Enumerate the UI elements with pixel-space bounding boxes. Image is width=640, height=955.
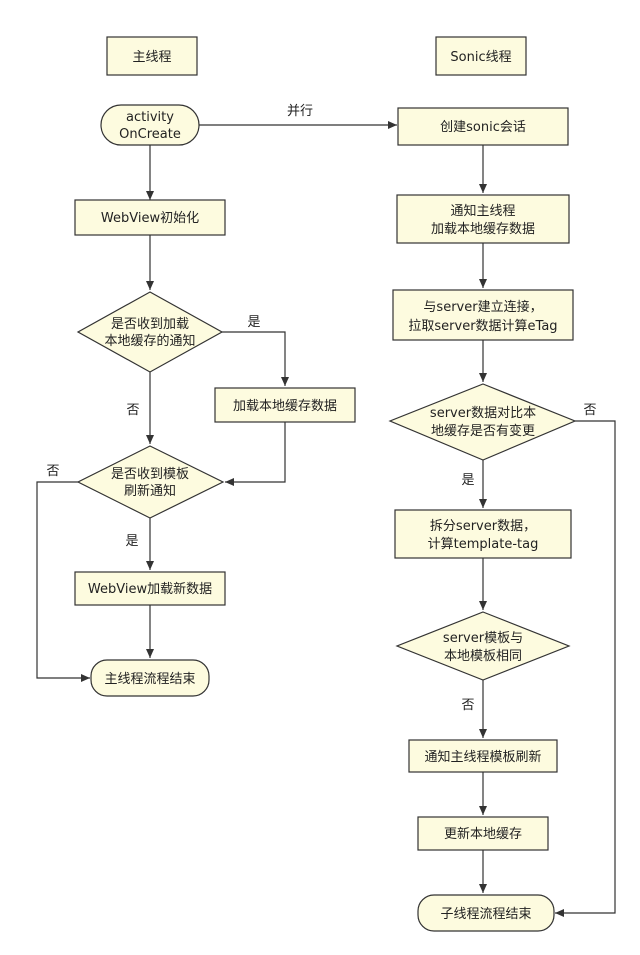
node-webview-init: WebView初始化: [74, 199, 226, 236]
edge-label-cache-yes: 是: [247, 315, 260, 330]
node-main-end: 主线程流程结束: [90, 659, 210, 697]
node-main-title-label: 主线程: [132, 50, 171, 65]
edge-label-data-no: 否: [583, 403, 596, 418]
node-split-data-line-2: 计算template-tag: [428, 537, 539, 552]
node-activity-line-1: activity: [126, 110, 174, 125]
edge-label-template-yes: 是: [125, 534, 138, 549]
node-check-template-line-1: 是否收到模板: [111, 467, 189, 482]
node-check-template-line-2: 刷新通知: [124, 483, 176, 499]
node-webview-init-label: WebView初始化: [101, 211, 199, 226]
node-notify-template-refresh-label: 通知主线程模板刷新: [424, 749, 541, 765]
node-compare-template: server模板与 本地模板相同: [395, 611, 571, 681]
node-create-session-label: 创建sonic会话: [440, 120, 526, 135]
node-notify-main-load-cache: 通知主线程 加载本地缓存数据: [396, 194, 570, 244]
node-webview-load-new-label: WebView加载新数据: [88, 581, 212, 597]
edge-cache-check-yes: [222, 331, 289, 386]
node-check-cache-line-1: 是否收到加载: [111, 317, 189, 332]
node-main-title: 主线程: [106, 36, 198, 76]
edge-label-tpl-same-no: 否: [461, 698, 474, 713]
node-connect-server: 与server建立连接， 拉取server数据计算eTag: [392, 289, 574, 341]
node-split-data-line-1: 拆分server数据，: [430, 519, 536, 534]
edge-label-parallel: 并行: [287, 104, 313, 119]
node-notify-main-line-2: 加载本地缓存数据: [431, 222, 535, 237]
node-sonic-title: Sonic线程: [435, 36, 527, 76]
edges: [36, 121, 616, 917]
nodes: 主线程 Sonic线程 activity OnCreate WebView初始化…: [74, 36, 577, 932]
edge-label-data-yes: 是: [461, 473, 474, 488]
edge-compare-no: [555, 420, 616, 917]
node-compare-data-line-2: 地缓存是否有变更: [431, 423, 535, 439]
edge-labels: 并行 是 否 否 是 否 是 否: [46, 104, 596, 713]
node-activity-line-2: OnCreate: [119, 127, 181, 142]
node-connect-server-line-1: 与server建立连接，: [423, 299, 542, 315]
node-check-cache-notify: 是否收到加载 本地缓存的通知: [76, 291, 224, 373]
node-webview-load-new: WebView加载新数据: [74, 571, 226, 606]
node-sonic-title-label: Sonic线程: [450, 50, 511, 65]
node-update-cache-label: 更新本地缓存: [444, 826, 522, 842]
node-activity-oncreate: activity OnCreate: [100, 104, 200, 146]
node-connect-server-line-2: 拉取server数据计算eTag: [408, 319, 557, 334]
edge-label-template-no: 否: [46, 464, 59, 479]
node-sub-end: 子线程流程结束: [417, 894, 555, 932]
node-sub-end-label: 子线程流程结束: [440, 907, 531, 922]
node-compare-template-line-1: server模板与: [443, 631, 523, 646]
edge-load-cache-to-template-check: [225, 422, 286, 486]
node-create-session: 创建sonic会话: [397, 107, 569, 146]
node-notify-main-line-1: 通知主线程: [450, 203, 515, 219]
node-split-data: 拆分server数据， 计算template-tag: [394, 509, 572, 559]
edge-label-cache-no: 否: [126, 403, 139, 418]
node-compare-template-line-2: 本地模板相同: [444, 649, 522, 664]
node-compare-data: server数据对比本 地缓存是否有变更: [388, 383, 577, 461]
node-check-cache-line-2: 本地缓存的通知: [104, 333, 195, 349]
edge-template-check-no: [36, 481, 90, 682]
node-main-end-label: 主线程流程结束: [104, 672, 195, 687]
node-load-cache: 加载本地缓存数据: [214, 387, 356, 423]
node-check-template-notify: 是否收到模板 刷新通知: [76, 445, 225, 519]
node-load-cache-label: 加载本地缓存数据: [233, 399, 337, 414]
node-notify-template-refresh: 通知主线程模板刷新: [408, 739, 558, 773]
node-compare-data-line-1: server数据对比本: [430, 406, 536, 421]
node-update-cache: 更新本地缓存: [417, 816, 549, 851]
